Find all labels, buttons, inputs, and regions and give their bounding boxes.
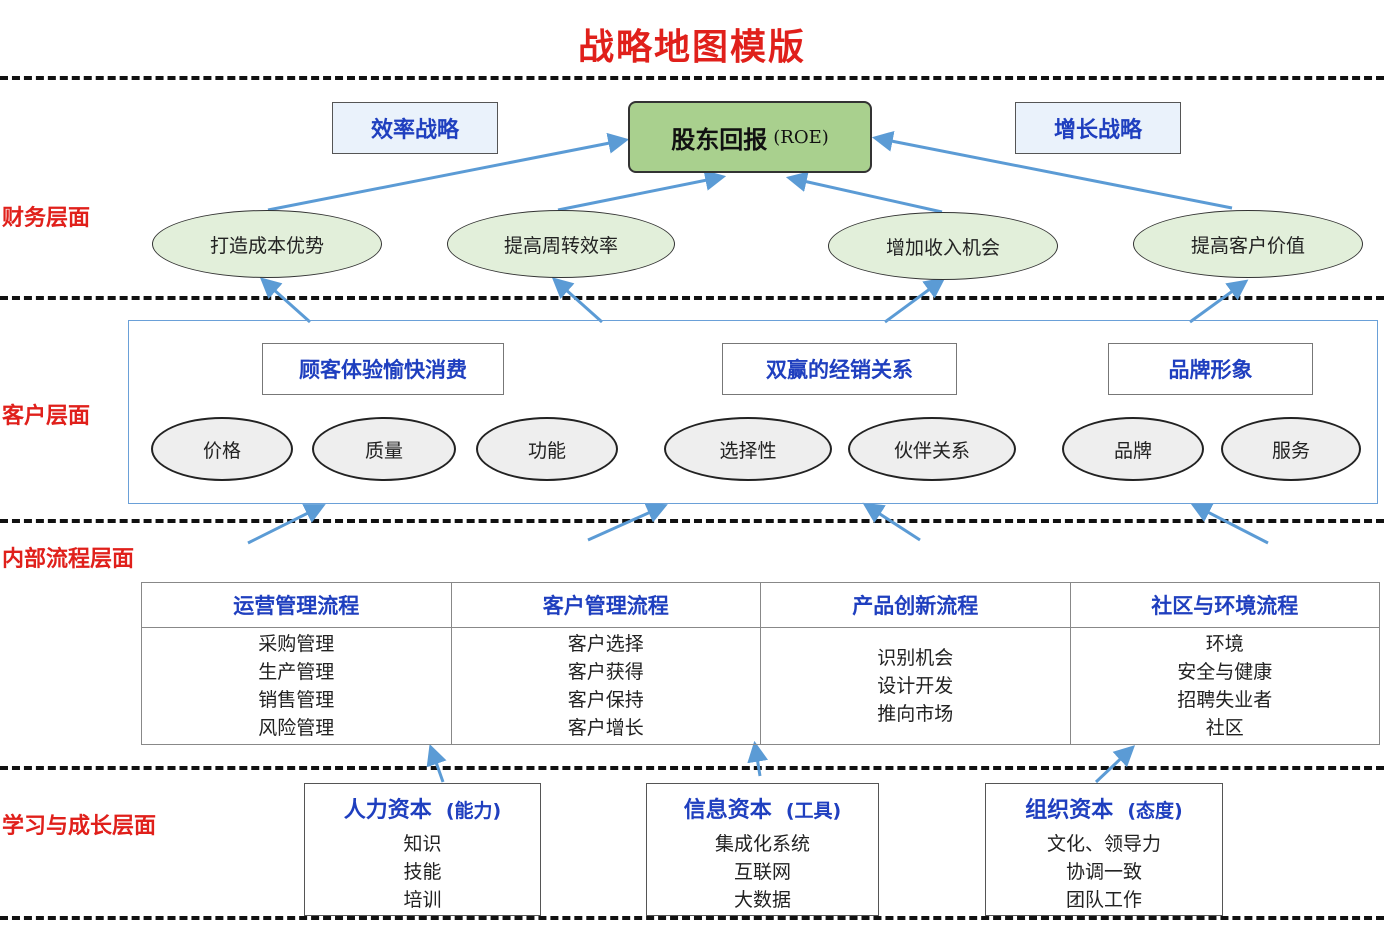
process-item: 环境 xyxy=(1205,633,1244,655)
separator-bottom xyxy=(0,916,1384,920)
customer-head-experience: 顾客体验愉快消费 xyxy=(262,343,504,395)
process-item: 客户选择 xyxy=(567,633,644,655)
layer-label-internal: 内部流程层面 xyxy=(2,547,135,572)
customer-head-brand: 品牌形象 xyxy=(1108,343,1313,395)
learning-item: 技能 xyxy=(403,861,442,883)
process-item: 客户保持 xyxy=(567,689,644,711)
process-item: 客户增长 xyxy=(567,717,644,739)
arrow-org-to-internal xyxy=(1094,745,1136,784)
ellipse-revenue-opportunity: 增加收入机会 xyxy=(828,212,1058,280)
process-column-customer: 客户管理流程 客户选择 客户获得 客户保持 客户增长 xyxy=(451,583,761,744)
learning-head-organization: 组织资本 xyxy=(1025,798,1114,823)
process-items-operations: 采购管理 生产管理 销售管理 风险管理 xyxy=(142,628,451,744)
separator-customer xyxy=(0,519,1384,523)
process-items-community: 环境 安全与健康 招聘失业者 社区 xyxy=(1071,628,1380,744)
learning-item: 互联网 xyxy=(733,861,791,883)
arrow-info-to-internal xyxy=(747,740,769,777)
learning-item: 大数据 xyxy=(733,889,791,911)
arrow-value-to-roe xyxy=(871,130,1233,210)
process-head-innovation: 产品创新流程 xyxy=(761,583,1070,628)
strategy-efficiency-box: 效率战略 xyxy=(332,102,498,154)
arrow-ops-to-cust xyxy=(247,504,326,545)
customer-frame xyxy=(128,320,1378,504)
process-item: 推向市场 xyxy=(877,703,954,725)
ellipse-brand: 品牌 xyxy=(1062,417,1204,481)
process-item: 招聘失业者 xyxy=(1177,689,1273,711)
customer-head-partnership: 双赢的经销关系 xyxy=(722,343,957,395)
process-head-community: 社区与环境流程 xyxy=(1070,583,1379,628)
process-head-operations: 运营管理流程 xyxy=(142,583,451,628)
ellipse-partnership: 伙伴关系 xyxy=(848,417,1016,481)
arrow-cust-to-turnover xyxy=(551,277,603,324)
learning-item: 知识 xyxy=(403,833,442,855)
ellipse-quality: 质量 xyxy=(312,417,456,481)
learning-box-organization: 组织资本 (态度) 文化、领导力 协调一致 团队工作 xyxy=(985,783,1223,916)
learning-sub-organization: (态度) xyxy=(1127,800,1183,822)
learning-head-human: 人力资本 xyxy=(343,798,432,823)
learning-item: 集成化系统 xyxy=(714,833,810,855)
arrow-innov-to-cust xyxy=(862,502,921,542)
process-item: 识别机会 xyxy=(877,647,954,669)
learning-head-information: 信息资本 xyxy=(683,798,772,823)
process-item: 销售管理 xyxy=(258,689,335,711)
ellipse-service: 服务 xyxy=(1221,417,1361,481)
arrow-turnover-to-roe xyxy=(557,170,727,212)
roe-box: 股东回报 (ROE) xyxy=(628,101,872,173)
learning-sub-information: (工具) xyxy=(785,800,842,822)
process-item: 设计开发 xyxy=(877,675,954,697)
layer-label-financial: 财务层面 xyxy=(2,206,91,231)
process-column-operations: 运营管理流程 采购管理 生产管理 销售管理 风险管理 xyxy=(142,583,452,744)
arrow-cust-to-value xyxy=(1189,279,1249,324)
process-item: 客户获得 xyxy=(567,661,644,683)
ellipse-price: 价格 xyxy=(151,417,293,481)
learning-item: 团队工作 xyxy=(1065,889,1142,911)
ellipse-cost-advantage: 打造成本优势 xyxy=(152,210,382,278)
process-item: 生产管理 xyxy=(258,661,335,683)
ellipse-turnover-efficiency: 提高周转效率 xyxy=(447,210,675,278)
process-item: 社区 xyxy=(1205,717,1244,739)
learning-item: 文化、领导力 xyxy=(1046,833,1161,855)
arrow-crm-to-cust xyxy=(587,503,668,542)
roe-sub-label: (ROE) xyxy=(773,126,829,148)
arrow-cost-to-roe xyxy=(267,132,630,212)
process-items-innovation: 识别机会 设计开发 推向市场 xyxy=(761,628,1070,744)
process-item: 安全与健康 xyxy=(1177,661,1273,683)
learning-box-information: 信息资本 (工具) 集成化系统 互联网 大数据 xyxy=(646,783,879,916)
process-column-innovation: 产品创新流程 识别机会 设计开发 推向市场 xyxy=(761,583,1071,744)
learning-item: 协调一致 xyxy=(1065,861,1142,883)
process-item: 采购管理 xyxy=(258,633,335,655)
learning-box-human: 人力资本 (能力) 知识 技能 培训 xyxy=(304,783,541,916)
strategy-growth-box: 增长战略 xyxy=(1015,102,1181,154)
layer-label-customer: 客户层面 xyxy=(2,404,91,429)
process-item: 风险管理 xyxy=(258,717,335,739)
layer-label-learning: 学习与成长层面 xyxy=(2,814,157,839)
separator-top xyxy=(0,76,1384,80)
separator-internal xyxy=(0,766,1384,770)
page-title: 战略地图模版 xyxy=(577,27,806,68)
arrow-cust-to-cost xyxy=(259,277,311,324)
roe-label: 股东回报 xyxy=(671,125,768,154)
arrow-revenue-to-roe xyxy=(785,171,943,214)
learning-item: 培训 xyxy=(403,889,442,911)
ellipse-customer-value: 提高客户价值 xyxy=(1133,210,1363,278)
arrow-cust-to-revenue xyxy=(884,277,946,324)
ellipse-choice: 选择性 xyxy=(664,417,832,481)
ellipse-function: 功能 xyxy=(476,417,618,481)
process-head-customer: 客户管理流程 xyxy=(451,583,760,628)
process-table: 运营管理流程 采购管理 生产管理 销售管理 风险管理 客户管理流程 客户选择 客… xyxy=(141,582,1380,745)
separator-financial xyxy=(0,296,1384,300)
arrow-comm-to-cust xyxy=(1190,503,1269,545)
learning-sub-human: (能力) xyxy=(445,800,502,822)
process-items-customer: 客户选择 客户获得 客户保持 客户增长 xyxy=(452,628,761,744)
arrow-human-to-internal xyxy=(426,744,447,783)
process-column-community: 社区与环境流程 环境 安全与健康 招聘失业者 社区 xyxy=(1070,583,1380,744)
